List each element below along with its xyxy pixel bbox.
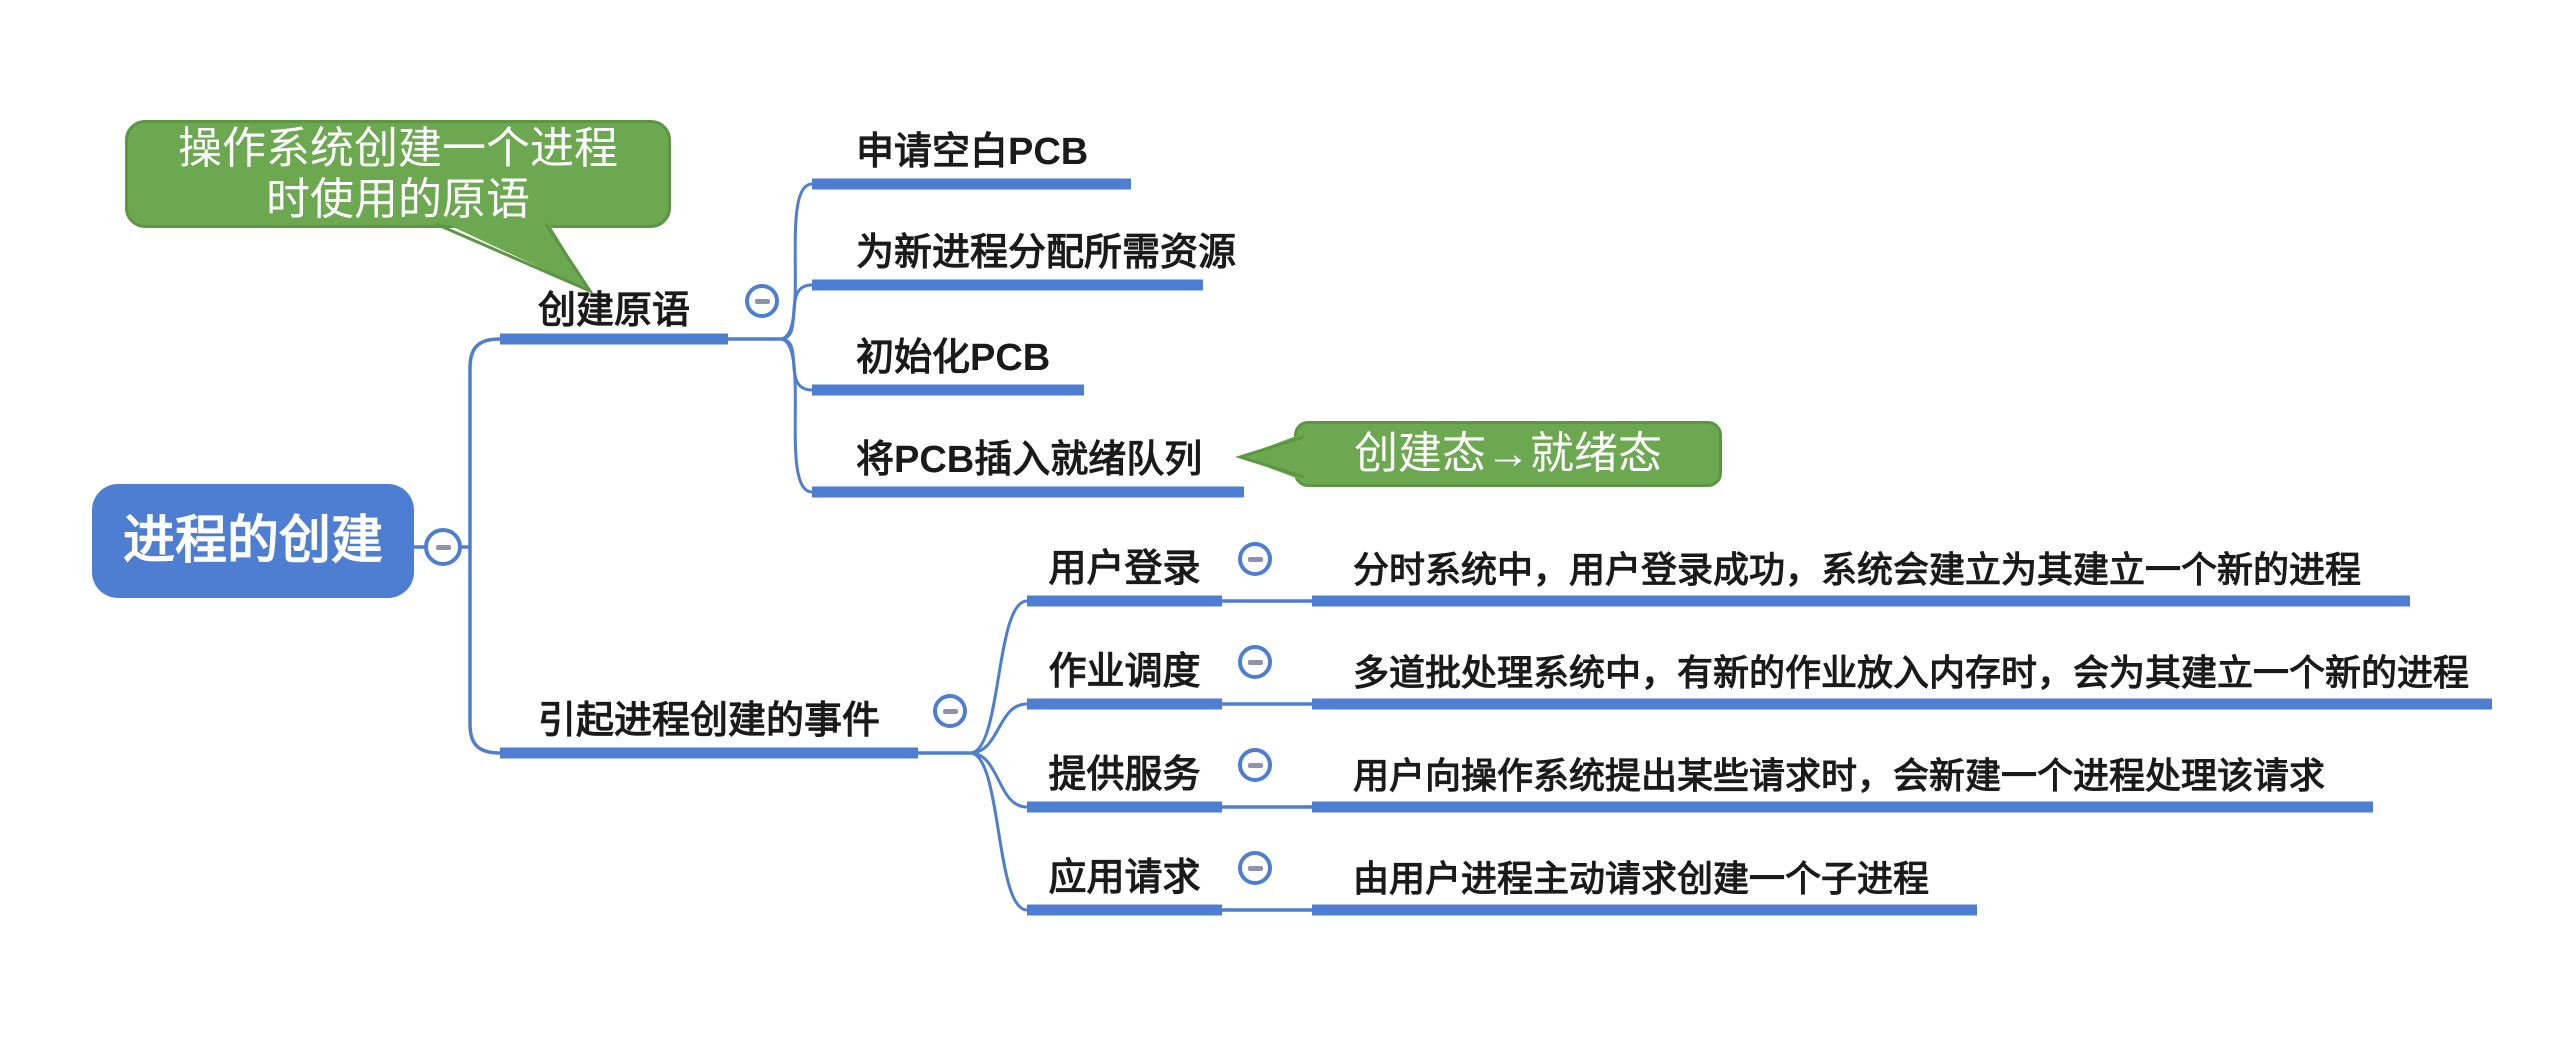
note-application-request[interactable]: 由用户进程主动请求创建一个子进程 <box>1353 858 1930 899</box>
subtopic-application-request[interactable]: 应用请求 <box>1048 857 1201 899</box>
subtopic-user-login[interactable]: 用户登录 <box>1048 548 1201 590</box>
branch1-curve-2 <box>779 283 813 341</box>
note-job-scheduling[interactable]: 多道批处理系统中，有新的作业放入内存时，会为其建立一个新的进程 <box>1353 652 2470 693</box>
branch2-curve-4 <box>969 751 1028 912</box>
collapse-icon-row1[interactable] <box>1238 542 1272 576</box>
subtopic-init-pcb[interactable]: 初始化PCB <box>856 337 1051 379</box>
callout-primitive-note-line2: 时使用的原语 <box>266 175 530 224</box>
branch2-curve-3 <box>969 751 1028 809</box>
branch1-curve-4 <box>779 337 813 494</box>
branch2-curve-2 <box>969 702 1028 755</box>
callout-primitive-note[interactable]: 操作系统创建一个进程 时使用的原语 <box>125 120 671 228</box>
collapse-icon-branch2[interactable] <box>933 694 967 728</box>
subtopic-provide-service[interactable]: 提供服务 <box>1048 754 1201 796</box>
subtopic-allocate-resources[interactable]: 为新进程分配所需资源 <box>856 232 1237 274</box>
branch2-curve-1 <box>969 599 1028 755</box>
subtopic-job-scheduling[interactable]: 作业调度 <box>1048 651 1201 693</box>
collapse-icon-branch1[interactable] <box>745 284 779 318</box>
collapse-icon-row2[interactable] <box>1238 645 1272 679</box>
collapse-icon-root[interactable] <box>424 528 462 566</box>
callout-primitive-note-line1: 操作系统创建一个进程 <box>178 123 618 173</box>
collapse-icon-row3[interactable] <box>1238 748 1272 782</box>
subtopic-request-blank-pcb[interactable]: 申请空白PCB <box>856 131 1089 173</box>
subtopic-insert-pcb-ready-queue[interactable]: 将PCB插入就绪队列 <box>856 439 1203 481</box>
callout-state-transition[interactable]: 创建态→就绪态 <box>1294 421 1722 487</box>
root-topic[interactable]: 进程的创建 <box>92 484 414 598</box>
note-user-login[interactable]: 分时系统中，用户登录成功，系统会建立为其建立一个新的进程 <box>1353 549 2362 590</box>
branch-topic-creation-primitive[interactable]: 创建原语 <box>537 290 690 332</box>
branch-topic-creation-events[interactable]: 引起进程创建的事件 <box>537 700 880 742</box>
note-provide-service[interactable]: 用户向操作系统提出某些请求时，会新建一个进程处理该请求 <box>1353 755 2326 796</box>
branch1-curve-1 <box>779 182 813 341</box>
root-bracket-line <box>468 337 501 755</box>
collapse-icon-row4[interactable] <box>1238 851 1272 885</box>
